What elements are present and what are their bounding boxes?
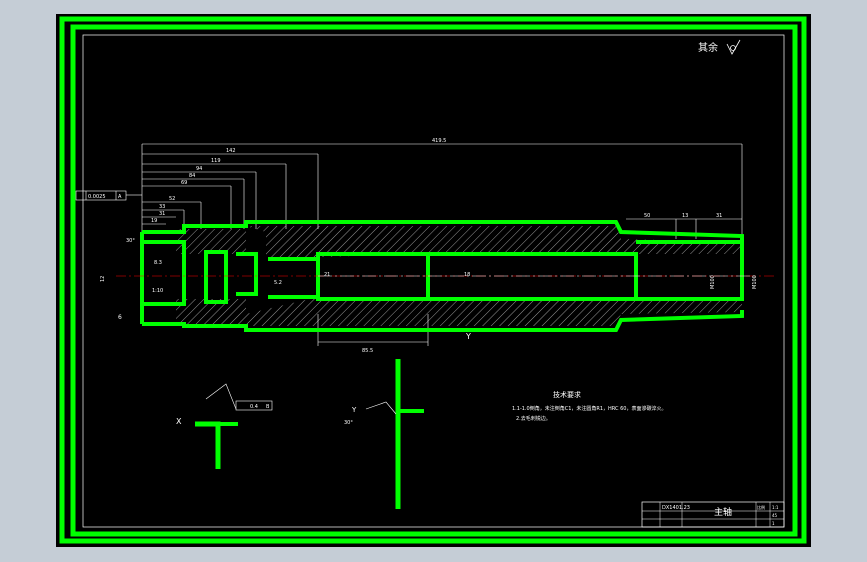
tech-req-line2: 2.去毛刺锐边。 xyxy=(516,415,551,422)
section-y-note: 30° xyxy=(344,420,353,426)
groove-label: 21 xyxy=(324,272,330,278)
section-mark-y: Y xyxy=(465,332,471,341)
tolerance-frame: 0.0025 A xyxy=(75,190,142,201)
dim-19: 19 xyxy=(151,218,157,224)
shaft-hatch-lower xyxy=(246,297,742,326)
dim-142: 142 xyxy=(226,148,236,154)
shaft-hatch-upper xyxy=(246,226,742,257)
dim-94: 94 xyxy=(196,166,202,172)
outer-frame xyxy=(59,16,807,544)
dim-31b: 31 xyxy=(716,213,722,219)
right-dia-b: M100 xyxy=(752,275,758,289)
surface-roughness-note: 其余 xyxy=(698,41,718,54)
shaft-outline xyxy=(140,220,744,332)
title-block-qty: 1 xyxy=(772,521,775,526)
title-block-name: 主轴 xyxy=(714,506,732,518)
left-dia-label: 12 xyxy=(100,276,106,282)
section-x-label: X xyxy=(176,417,182,426)
tolerance-value: 0.0025 xyxy=(88,194,106,200)
border-line xyxy=(82,34,785,528)
title-block-material: 45 xyxy=(772,513,778,518)
technical-requirements: 技术要求 1.1-1.0倒角，未注倒角C1，未注圆角R1，HRC 60，表面渗碳… xyxy=(512,390,666,422)
section-x-datum: B xyxy=(266,404,270,410)
taper-label: 1:10 xyxy=(152,288,163,294)
dim-52: 52 xyxy=(169,196,175,202)
shaft-hatch-left xyxy=(176,229,246,254)
roughness-symbol-icon xyxy=(726,39,741,55)
dim-13: 13 xyxy=(682,213,688,219)
tolerance-datum: A xyxy=(118,194,122,200)
section-x-view: X 0.4 B xyxy=(176,383,273,469)
engineering-drawing: 其余 xyxy=(59,16,807,544)
dim-33: 33 xyxy=(159,204,165,210)
section-y-label: Y xyxy=(351,406,357,414)
phi-left-label: 6 xyxy=(118,314,122,321)
dim-bore-length: 85.5 xyxy=(362,348,373,354)
dim-31: 31 xyxy=(159,211,165,217)
dim-overall-length: 419.5 xyxy=(432,138,446,144)
right-dia-a: M100 xyxy=(710,275,716,289)
tech-req-title: 技术要求 xyxy=(553,390,581,399)
shaft-section xyxy=(176,226,742,326)
title-block-scale-label: 比例 xyxy=(757,504,765,510)
section-y-view: Y 30° xyxy=(344,359,424,509)
dim-50: 50 xyxy=(644,213,650,219)
dim-119: 119 xyxy=(211,158,221,164)
tech-req-line1: 1.1-1.0倒角，未注倒角C1，未注圆角R1，HRC 60，表面渗碳淬火。 xyxy=(512,405,666,412)
inner-frame xyxy=(70,24,798,537)
title-block: DX1401.23 主轴 比例 1:1 45 1 xyxy=(641,501,785,528)
title-block-scale: 1:1 xyxy=(772,505,779,510)
depth-label: 18 xyxy=(464,272,470,278)
mid-dia-label: 5.2 xyxy=(274,280,282,286)
dim-84: 84 xyxy=(189,173,195,179)
angle-label: 30° xyxy=(126,238,135,244)
dim-69: 69 xyxy=(181,180,187,186)
drawing-sheet: 其余 xyxy=(56,14,811,547)
small-dia-label: 8.3 xyxy=(154,260,162,266)
section-x-frame-value: 0.4 xyxy=(250,404,258,410)
title-block-drawing-no: DX1401.23 xyxy=(662,505,690,511)
